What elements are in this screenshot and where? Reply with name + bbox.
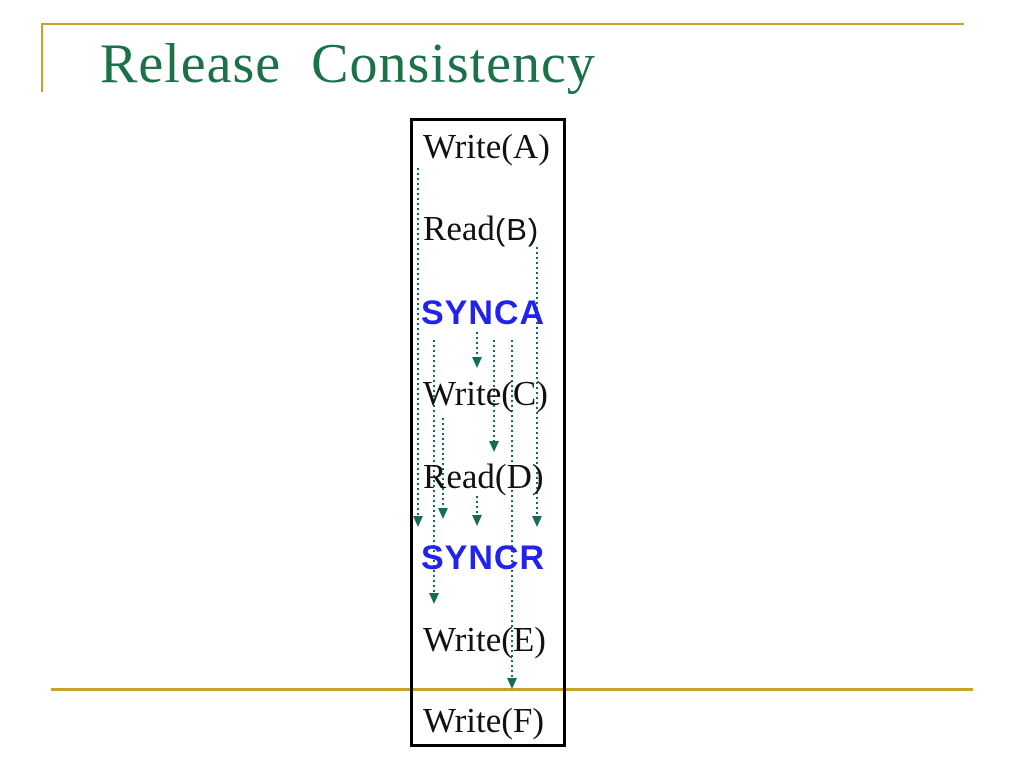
left-accent-line: [41, 23, 43, 92]
operation-text: Write(F): [423, 701, 545, 740]
operation-arg-text: (B): [494, 212, 540, 247]
operation-label-read-d: Read(D): [423, 455, 544, 499]
arrow-head-icon: [429, 593, 439, 604]
operation-label-read-b: Read(B): [423, 207, 539, 251]
operation-text: Write(C): [423, 374, 548, 413]
dependency-arrow-synca-to-write-f: [511, 340, 513, 679]
sync-release-label: SYNCR: [421, 536, 545, 580]
arrow-head-icon: [532, 516, 542, 527]
arrow-head-icon: [507, 678, 517, 689]
dependency-arrow-synca-to-read-d: [493, 340, 495, 442]
operation-text: Read: [423, 209, 495, 248]
operation-text: Write(A): [423, 127, 550, 166]
dependency-arrow-synca-to-write-c: [476, 332, 478, 358]
operation-label-write-e: Write(E): [423, 618, 546, 662]
arrow-head-icon: [472, 515, 482, 526]
operation-label-write-a: Write(A): [423, 125, 550, 169]
dependency-arrow-write-a-to-syncr: [417, 168, 419, 517]
arrow-head-icon: [489, 441, 499, 452]
top-accent-line: [42, 23, 964, 25]
arrow-head-icon: [472, 357, 482, 368]
sync-text: SYNCR: [421, 539, 546, 577]
sequence-box: [410, 118, 566, 747]
dependency-arrow-read-d-to-syncr: [476, 496, 478, 516]
dependency-arrow-write-c-to-syncr: [442, 418, 444, 509]
arrow-head-icon: [413, 516, 423, 527]
sync-acquire-label: SYNCA: [421, 291, 545, 335]
slide-title: Release Consistency: [100, 33, 596, 95]
operation-label-write-c: Write(C): [423, 372, 548, 416]
operation-text: Write(E): [423, 620, 546, 659]
dependency-arrow-read-b-to-syncr: [536, 247, 538, 517]
footer-accent-line: [51, 688, 973, 691]
arrow-head-icon: [438, 508, 448, 519]
sync-text: SYNCA: [421, 294, 546, 332]
dependency-arrow-synca-to-write-e: [433, 340, 435, 594]
operation-text: Read(D): [423, 457, 544, 496]
operation-label-write-f: Write(F): [423, 699, 544, 743]
